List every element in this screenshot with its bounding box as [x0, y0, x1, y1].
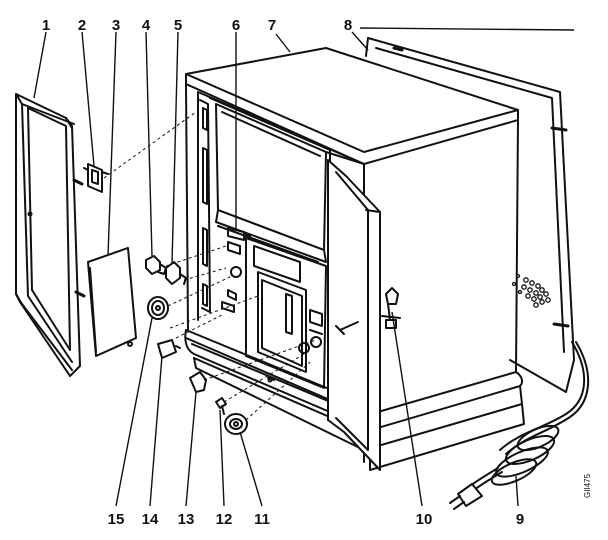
- callout-label-12: 12: [216, 511, 233, 528]
- knob-13: [189, 371, 207, 393]
- alignment-lines: [103, 111, 317, 421]
- callout-label-1: 1: [42, 17, 50, 34]
- callout-label-3: 3: [112, 17, 120, 34]
- callout-label-9: 9: [516, 511, 524, 528]
- callout-label-2: 2: [78, 17, 86, 34]
- callout-label-13: 13: [178, 511, 195, 528]
- right-door: [327, 159, 401, 471]
- left-door: [15, 93, 86, 377]
- back-panel: [365, 37, 575, 393]
- callout-label-4: 4: [142, 17, 151, 34]
- callout-label-15: 15: [108, 511, 125, 528]
- door-bracket: [83, 163, 109, 193]
- callout-label-11: 11: [254, 511, 270, 528]
- panel: [87, 247, 137, 357]
- callout-label-5: 5: [174, 17, 182, 34]
- callout-label-7: 7: [268, 17, 276, 34]
- dial-knob-15: [147, 296, 169, 320]
- drawing-code: GII475: [583, 473, 592, 498]
- callout-labels: 1 2 3 4 5 6 7 8 9 10 11 12 13 14 15: [42, 17, 524, 528]
- callout-label-14: 14: [142, 511, 159, 528]
- inner-bracket: [227, 227, 251, 241]
- callout-label-10: 10: [416, 511, 433, 528]
- power-cord: [449, 341, 589, 510]
- dial-knob-11: [224, 413, 248, 435]
- callout-label-8: 8: [344, 17, 352, 34]
- leader-lines: [33, 27, 575, 507]
- screw-12: [215, 397, 227, 415]
- knob-14: [157, 339, 181, 359]
- callout-label-6: 6: [232, 17, 240, 34]
- knob-5: [165, 261, 187, 285]
- knob-4: [145, 255, 167, 275]
